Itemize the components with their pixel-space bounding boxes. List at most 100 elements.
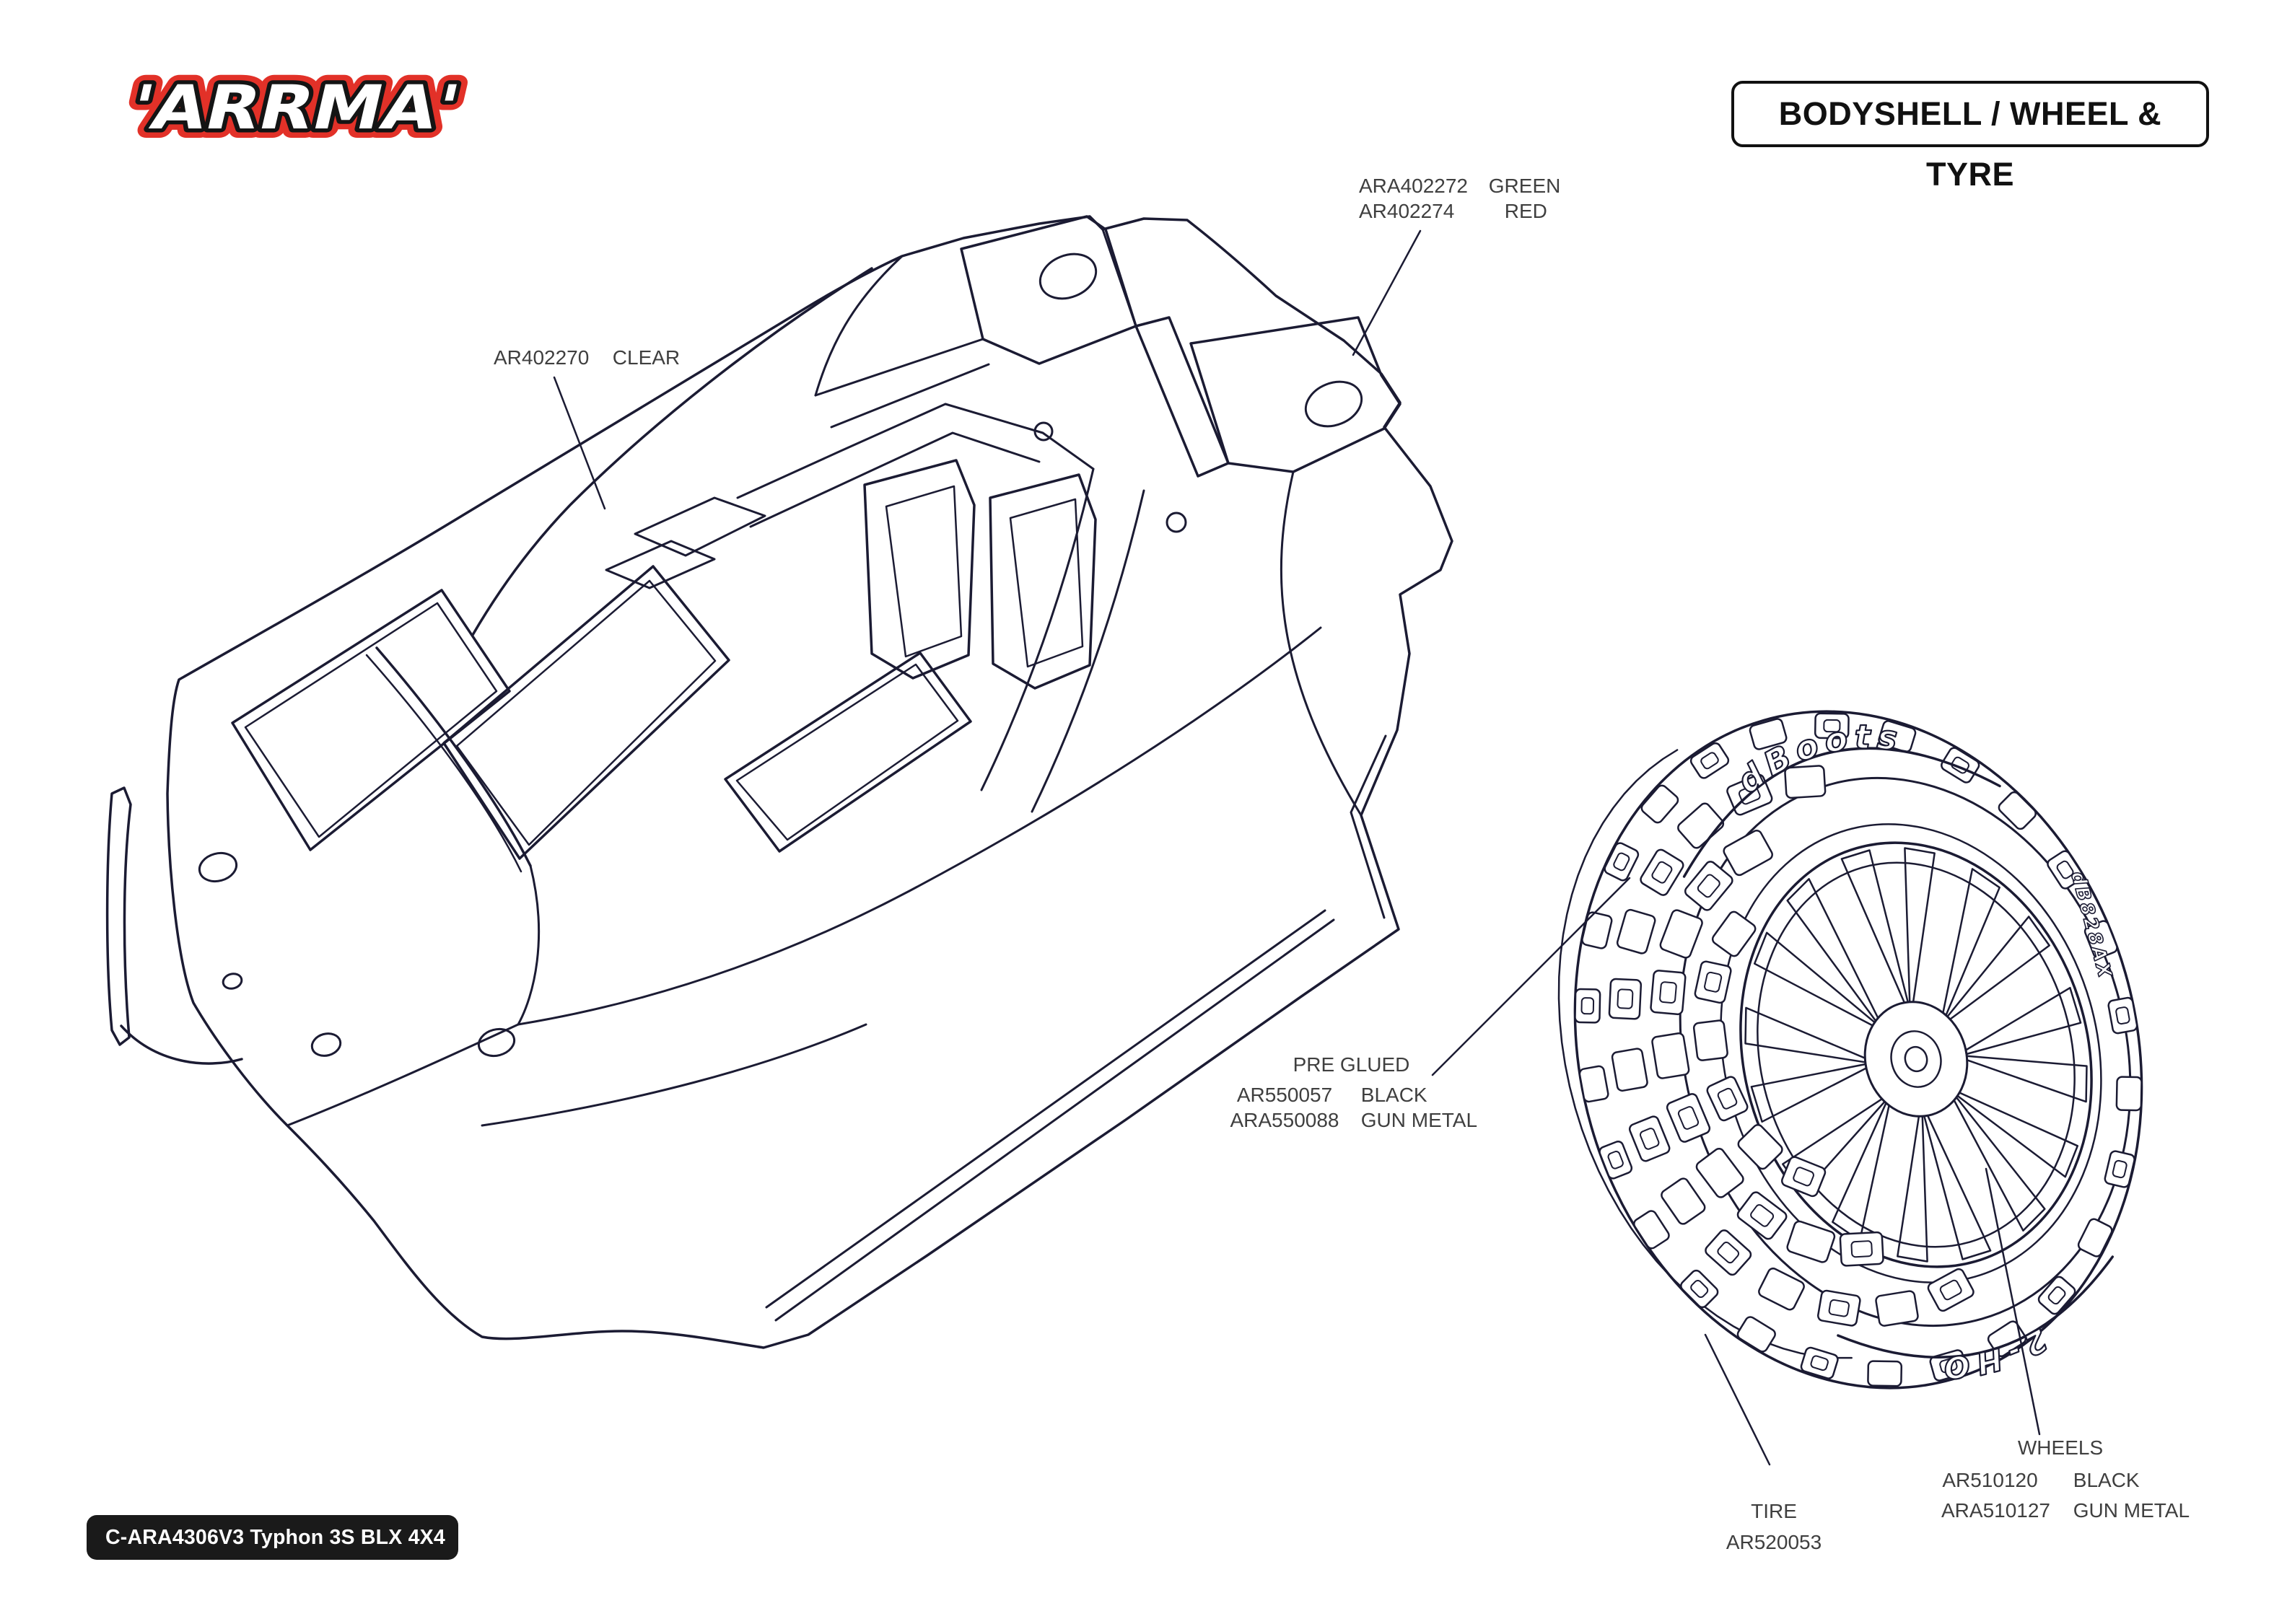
logo-text-black-outline: 'ARRMA' bbox=[123, 73, 466, 144]
label-row: AR402274 RED bbox=[1359, 201, 1560, 222]
part-number: ARA510127 bbox=[1941, 1499, 2051, 1522]
tread-block bbox=[1694, 960, 1732, 1004]
label-row: ARA550088 GUN METAL bbox=[1227, 1109, 1477, 1131]
rim-spoke bbox=[1946, 916, 2050, 1021]
tread-block bbox=[1684, 861, 1733, 911]
tread-block bbox=[1578, 1065, 1609, 1103]
tread-block bbox=[2107, 996, 2138, 1035]
label-tire: TIRE AR520053 bbox=[1702, 1501, 1846, 1553]
deck-ridge bbox=[1101, 228, 1137, 328]
part-color: CLEAR bbox=[612, 346, 681, 369]
tread-block bbox=[2077, 1218, 2113, 1257]
tread-block bbox=[1736, 1316, 1776, 1353]
tread-block bbox=[1736, 1191, 1788, 1240]
bodyshell-drawing bbox=[105, 215, 1453, 1349]
part-color: GUN METAL bbox=[2073, 1499, 2190, 1522]
canopy-window bbox=[442, 565, 730, 860]
tread-block bbox=[1749, 718, 1788, 750]
label-heading: TIRE bbox=[1751, 1500, 1797, 1522]
tread-block-pocket bbox=[2115, 1006, 2130, 1025]
deck-edge-2 bbox=[830, 363, 990, 429]
tread-block bbox=[1640, 848, 1684, 896]
rim-spoke bbox=[1832, 1102, 1890, 1242]
tread-block-pocket bbox=[1704, 971, 1723, 993]
tread-block-pocket bbox=[1659, 981, 1677, 1004]
tread-block bbox=[1839, 1231, 1884, 1267]
tread-block bbox=[1640, 784, 1679, 824]
tread-block bbox=[1689, 742, 1730, 779]
wing-mount-plate-2 bbox=[1189, 316, 1401, 473]
tread-block-pocket bbox=[1677, 1106, 1700, 1130]
label-pre-glued: PRE GLUED AR550057 BLACK ARA550088 GUN M… bbox=[1227, 1054, 1477, 1135]
part-color: GREEN bbox=[1488, 175, 1561, 197]
label-row: AR550057 BLACK bbox=[1227, 1084, 1476, 1106]
tread-block bbox=[1875, 1290, 1919, 1327]
tread-block bbox=[1758, 1267, 1805, 1311]
tread-block-pocket bbox=[1617, 988, 1634, 1009]
crease-pillar bbox=[517, 864, 541, 1026]
tread-block bbox=[1706, 1076, 1749, 1122]
rear-fin-inner bbox=[1280, 470, 1363, 817]
label-row: ARA510127 GUN METAL bbox=[1941, 1499, 2190, 1522]
leader-line-pre-glued bbox=[1431, 877, 1631, 1076]
skirt-line-1 bbox=[765, 909, 1326, 1309]
tread-block bbox=[1816, 1289, 1861, 1327]
rim-inner bbox=[1757, 861, 2076, 1248]
a-pillar-inner bbox=[365, 654, 522, 873]
crease-lower bbox=[481, 1023, 867, 1127]
tread-block-pocket bbox=[1828, 1299, 1850, 1317]
cowl-vent-1 bbox=[634, 496, 766, 557]
tread-block bbox=[1737, 1123, 1783, 1170]
tread-block-pocket bbox=[1717, 1087, 1738, 1110]
part-number: AR550057 bbox=[1236, 1084, 1333, 1106]
tread-block-pocket bbox=[1607, 1151, 1624, 1169]
label-heading: WHEELS bbox=[2017, 1436, 2104, 1459]
tread-block bbox=[1695, 1147, 1744, 1198]
label-row: AR402270 CLEAR bbox=[494, 347, 680, 369]
tread-block bbox=[1633, 1210, 1670, 1250]
tread-block bbox=[1599, 1140, 1633, 1180]
body-stripe-2 bbox=[1031, 489, 1145, 813]
tread-block-pocket bbox=[1697, 874, 1720, 898]
tread-block-pocket bbox=[1613, 852, 1630, 872]
tread-block-pocket bbox=[1793, 1167, 1814, 1187]
body-post-holes bbox=[198, 253, 1363, 1058]
logo-text-red-outline: 'ARRMA' bbox=[123, 73, 466, 144]
rim-spoke bbox=[1964, 986, 2082, 1055]
tread-crown-edge bbox=[1557, 749, 1853, 1359]
canopy-window-inner bbox=[455, 579, 717, 846]
tread-block-pocket bbox=[1850, 1240, 1873, 1258]
part-number: AR402270 bbox=[494, 346, 590, 369]
tread-block bbox=[2083, 920, 2118, 960]
page-title: BODYSHELL / WHEEL & TYRE bbox=[1731, 81, 2209, 193]
side-window bbox=[724, 651, 972, 853]
rim-spoke bbox=[1942, 868, 2000, 1017]
model-badge: C-ARA4306V3 Typhon 3S BLX 4X4 RTR bbox=[87, 1515, 458, 1594]
body-stripe-1 bbox=[980, 468, 1095, 791]
label-row: ARA402272 GREEN bbox=[1359, 175, 1560, 197]
tyre-outer-edge bbox=[1573, 710, 2143, 1390]
tread-block bbox=[1941, 747, 1980, 784]
rim-spoke bbox=[1750, 1063, 1868, 1123]
tread-block-pocket bbox=[1717, 1242, 1740, 1264]
rim-spoke bbox=[1753, 931, 1876, 1027]
tread-block-pocket bbox=[1823, 719, 1841, 733]
leader-lines bbox=[553, 229, 2041, 1466]
tread-block bbox=[1680, 1269, 1719, 1309]
tread-block-pocket bbox=[1750, 1204, 1775, 1227]
crease-nose bbox=[286, 1023, 520, 1127]
tread-block-pocket bbox=[1939, 1279, 1962, 1301]
tread-block bbox=[1867, 1360, 1903, 1387]
nose-arch bbox=[120, 1024, 243, 1065]
rim-spoke bbox=[1966, 1055, 2088, 1103]
tread-block bbox=[2115, 1076, 2143, 1112]
tread-block-pocket bbox=[2047, 1286, 2066, 1305]
arrma-logo-icon: 'ARRMA' 'ARRMA' 'ARRMA' bbox=[114, 63, 471, 144]
deck-edge-1 bbox=[814, 338, 984, 397]
label-bodyshell-clear: AR402270 CLEAR bbox=[494, 347, 680, 372]
wing-mount-plate-1 bbox=[960, 215, 1137, 365]
hub-center bbox=[1890, 1030, 1942, 1088]
part-number: ARA550088 bbox=[1230, 1109, 1339, 1131]
tread-block-pocket bbox=[1639, 1128, 1660, 1150]
